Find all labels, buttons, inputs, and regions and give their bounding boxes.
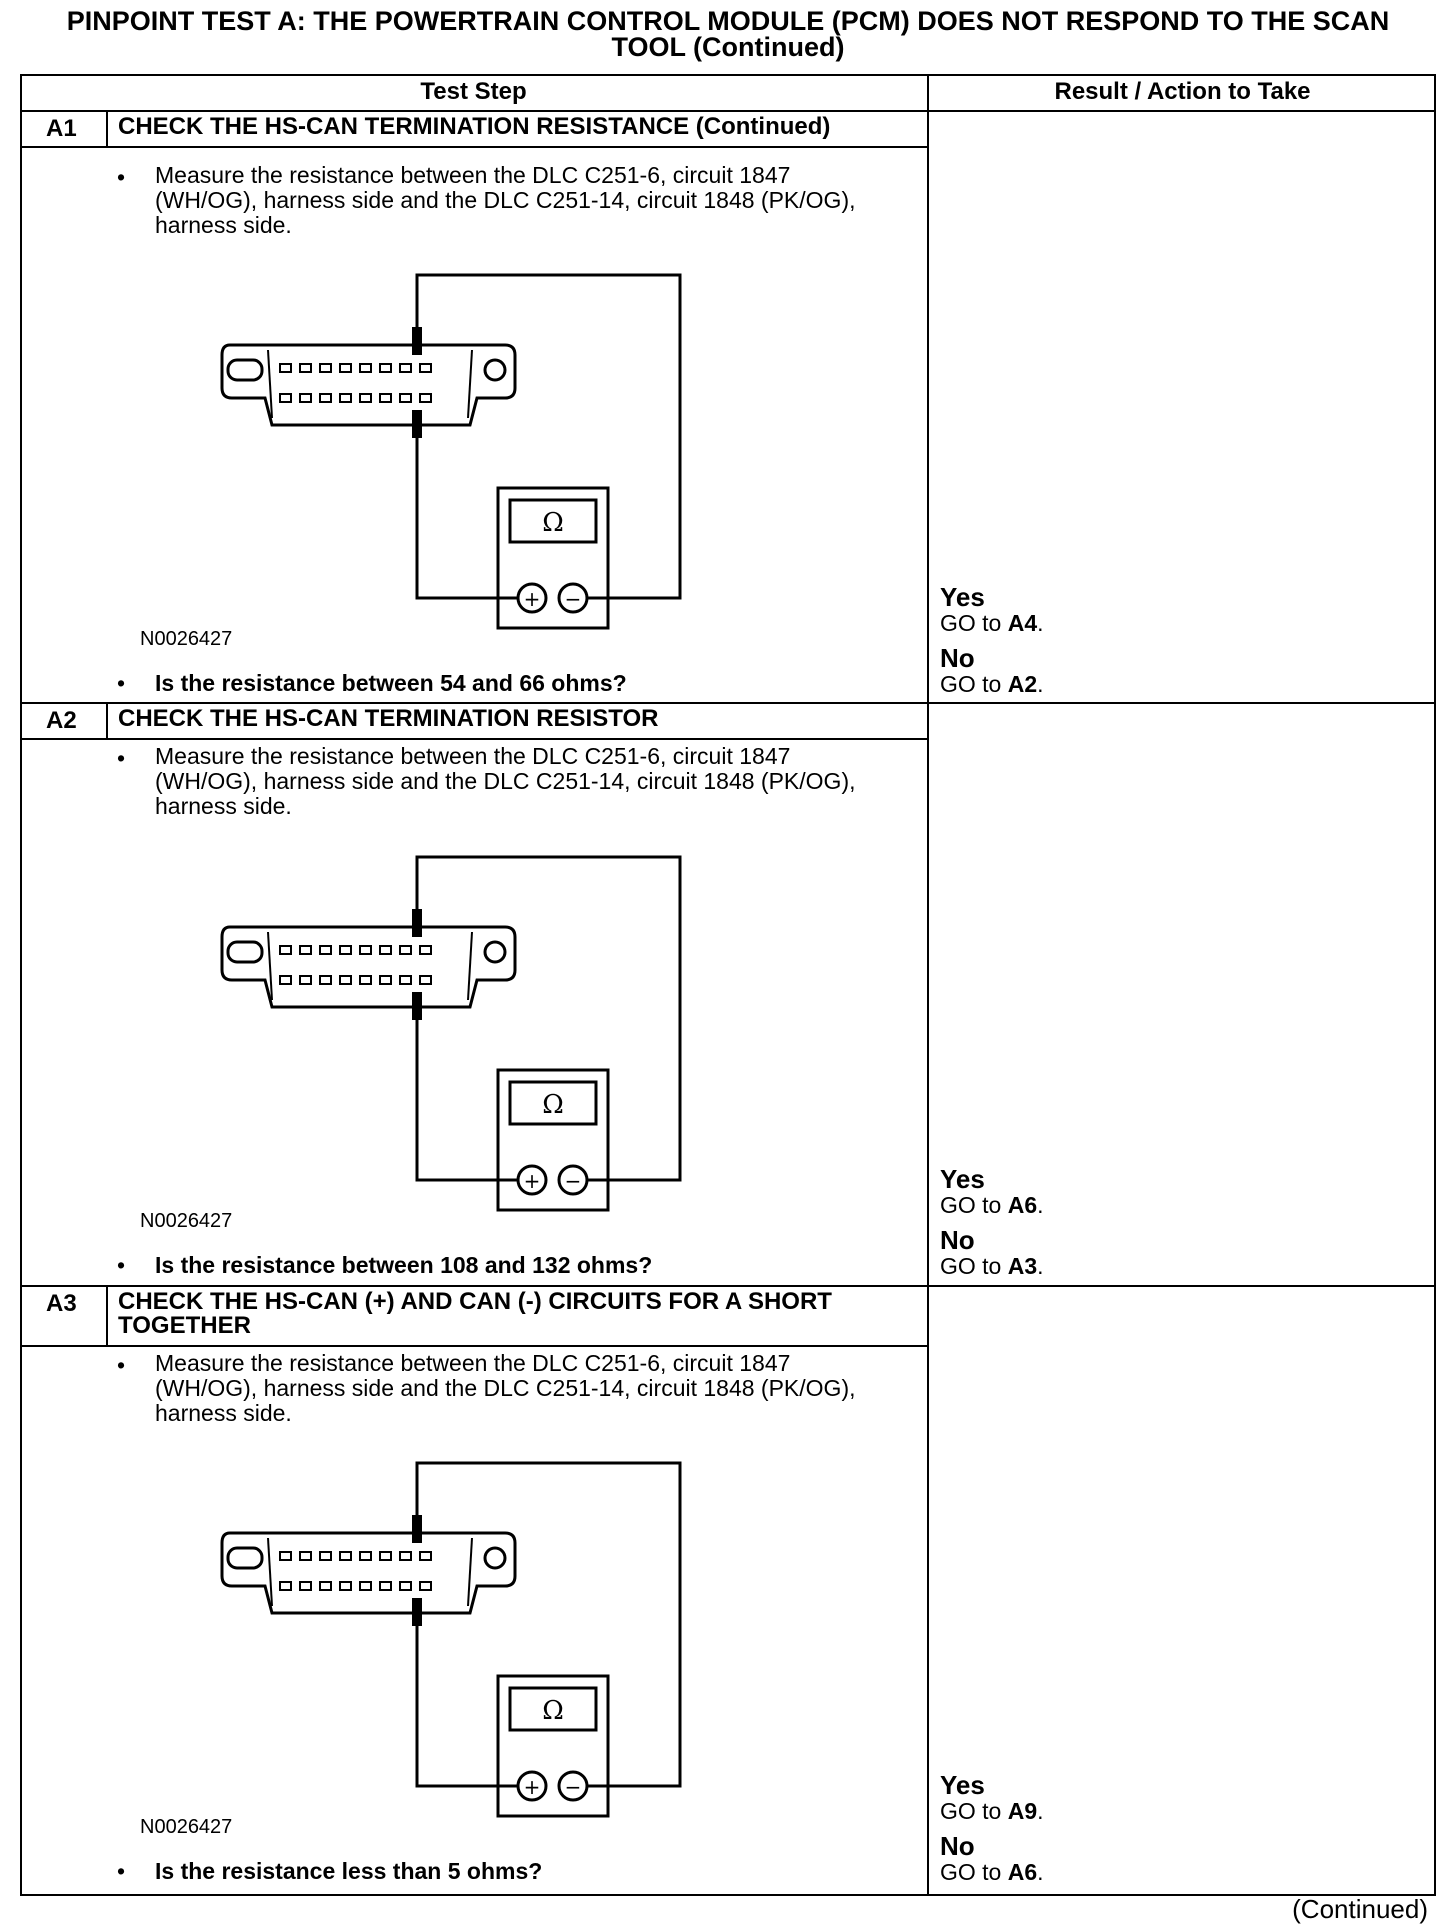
figure-id: N0026427: [140, 628, 233, 650]
dlc-connector-icon: [220, 925, 517, 1009]
step-instruction: Measure the resistance between the DLC C…: [155, 743, 856, 819]
ohmmeter-icon: Ω + −: [496, 1068, 610, 1212]
figure-id: N0026427: [140, 1210, 233, 1232]
page-title-line2: TOOL (Continued): [611, 32, 845, 62]
step-title: CHECK THE HS-CAN (+) AND CAN (-) CIRCUIT…: [118, 1290, 832, 1338]
result-yes-action: GO to A4.: [940, 610, 1044, 636]
svg-text:−: −: [565, 1775, 582, 1799]
bullet-icon: •: [117, 1858, 126, 1884]
step-id: A1: [46, 115, 77, 142]
dlc-connector-icon: [220, 343, 517, 427]
result-yes-label: Yes: [940, 1770, 985, 1800]
step-id-divider: [106, 702, 108, 740]
step-instruction: Measure the resistance between the DLC C…: [155, 162, 856, 238]
step-title: CHECK THE HS-CAN TERMINATION RESISTANCE …: [118, 113, 831, 140]
step-id: A3: [46, 1290, 77, 1317]
header-divider: [20, 110, 1436, 112]
step-question: Is the resistance less than 5 ohms?: [155, 1858, 543, 1884]
result-yes-label: Yes: [940, 582, 985, 612]
svg-text:−: −: [565, 587, 582, 611]
result-yes-target[interactable]: A4: [1007, 610, 1038, 636]
bullet-icon: •: [117, 164, 126, 190]
dlc-resistance-diagram: Ω + −: [220, 1461, 682, 1818]
result-yes-target[interactable]: A6: [1007, 1192, 1038, 1218]
step-instruction: Measure the resistance between the DLC C…: [155, 1350, 856, 1426]
step-question: Is the resistance between 54 and 66 ohms…: [155, 670, 627, 696]
result-no-label: No: [940, 1225, 975, 1255]
svg-text:+: +: [524, 1775, 541, 1799]
step-divider: [20, 702, 1436, 704]
bullet-icon: •: [117, 670, 126, 696]
step-title-divider: [20, 738, 929, 740]
bullet-icon: •: [117, 1252, 126, 1278]
svg-text:+: +: [524, 587, 541, 611]
result-no-label: No: [940, 643, 975, 673]
dlc-connector-icon: [220, 1531, 517, 1615]
page-title-line1: PINPOINT TEST A: THE POWERTRAIN CONTROL …: [66, 6, 1390, 36]
figure-id: N0026427: [140, 1816, 233, 1838]
bullet-icon: •: [117, 745, 126, 771]
step-id-divider: [106, 110, 108, 148]
svg-text:−: −: [565, 1169, 582, 1193]
svg-text:+: +: [524, 1169, 541, 1193]
ohm-symbol: Ω: [542, 1090, 564, 1120]
step-title: CHECK THE HS-CAN TERMINATION RESISTOR: [118, 705, 659, 732]
result-no-action: GO to A3.: [940, 1253, 1044, 1279]
probe-wires-icon: [412, 855, 682, 1182]
result-no-action: GO to A2.: [940, 671, 1044, 697]
col-header-test-step: Test Step: [420, 78, 527, 105]
result-no-label: No: [940, 1831, 975, 1861]
step-title-divider: [20, 1345, 929, 1347]
probe-wires-icon: [412, 1461, 682, 1788]
test-table: [20, 74, 1436, 1896]
page-title: PINPOINT TEST A: THE POWERTRAIN CONTROL …: [20, 6, 1436, 62]
ohmmeter-icon: Ω + −: [496, 1674, 610, 1818]
step-id-divider: [106, 1285, 108, 1347]
step-title-line1: CHECK THE HS-CAN (+) AND CAN (-) CIRCUIT…: [118, 1288, 832, 1315]
ohm-symbol: Ω: [542, 1696, 564, 1726]
result-no-target[interactable]: A6: [1007, 1859, 1038, 1885]
step-title-divider: [20, 146, 929, 148]
probe-wires-icon: [412, 273, 682, 600]
ohmmeter-icon: Ω + −: [496, 486, 610, 630]
result-no-action: GO to A6.: [940, 1859, 1044, 1885]
result-yes-label: Yes: [940, 1164, 985, 1194]
result-no-target[interactable]: A3: [1007, 1253, 1038, 1279]
ohm-symbol: Ω: [542, 508, 564, 538]
continued-footer: (Continued): [1292, 1894, 1428, 1924]
result-yes-action: GO to A9.: [940, 1798, 1044, 1824]
step-title-line2: TOGETHER: [118, 1312, 251, 1339]
result-yes-target[interactable]: A9: [1007, 1798, 1038, 1824]
step-id: A2: [46, 707, 77, 734]
bullet-icon: •: [117, 1352, 126, 1378]
dlc-resistance-diagram: Ω + −: [220, 855, 682, 1212]
dlc-resistance-diagram: Ω + −: [220, 273, 682, 630]
result-yes-action: GO to A6.: [940, 1192, 1044, 1218]
result-no-target[interactable]: A2: [1007, 671, 1038, 697]
step-divider: [20, 1285, 1436, 1287]
step-question: Is the resistance between 108 and 132 oh…: [155, 1252, 653, 1278]
col-header-result: Result / Action to Take: [1054, 78, 1311, 105]
column-divider: [927, 74, 929, 1896]
